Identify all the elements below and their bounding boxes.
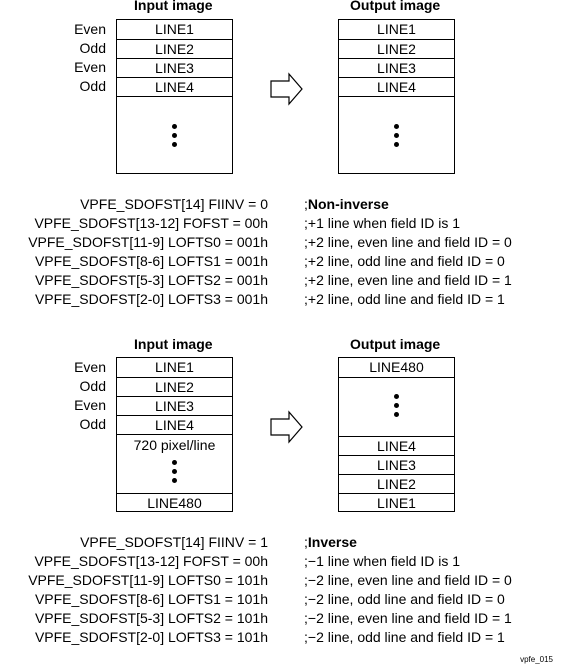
comment: ;−2 line, odd line and field ID = 1: [304, 629, 505, 645]
input-last-line: LINE480: [117, 493, 232, 512]
output-line: LINE3: [339, 58, 454, 77]
ellipsis-vertical-icon: [117, 456, 232, 487]
diagram1-row-label: Odd: [79, 78, 106, 94]
output-image-body: [339, 96, 454, 174]
register-setting: VPFE_SDOFST[13-12] FOFST = 00h: [34, 215, 268, 231]
input-line: LINE2: [117, 377, 232, 396]
register-setting: VPFE_SDOFST[11-9] LOFTS0 = 001h: [28, 234, 268, 250]
comment: ;+2 line, odd line and field ID = 0: [304, 253, 505, 269]
output-first-line: LINE480: [369, 359, 424, 375]
output-line: LINE2: [339, 474, 454, 493]
register-setting: VPFE_SDOFST[8-6] LOFTS1 = 101h: [34, 591, 268, 607]
register-setting: VPFE_SDOFST[14] FIINV = 1: [80, 534, 268, 550]
comment-prefix: ;: [304, 196, 308, 212]
comment-heading: ;Inverse: [304, 534, 357, 550]
comment: ;+2 line, even line and field ID = 1: [304, 272, 512, 288]
diagram2-input-title: Input image: [134, 336, 213, 352]
output-line: LINE4: [339, 77, 454, 96]
comment: ;+2 line, even line and field ID = 0: [304, 234, 512, 250]
input-line: LINE1: [155, 359, 194, 375]
diagram2-output-image-box: LINE480 LINE4 LINE3 LINE2 LINE1: [338, 357, 455, 512]
register-setting: VPFE_SDOFST[14] FIINV = 0: [80, 196, 268, 212]
comment: ;−2 line, even line and field ID = 0: [304, 572, 512, 588]
ellipsis-vertical-icon: [117, 120, 232, 151]
input-line: LINE3: [117, 396, 232, 415]
arrow-right-icon: [270, 72, 303, 106]
diagram2-row-label: Even: [74, 359, 106, 375]
register-setting: VPFE_SDOFST[11-9] LOFTS0 = 101h: [28, 572, 268, 588]
input-line: LINE1: [155, 21, 194, 37]
input-line: LINE2: [117, 39, 232, 58]
output-line: LINE3: [339, 455, 454, 474]
ellipsis-vertical-icon: [339, 120, 454, 151]
ellipsis-vertical-icon: [339, 390, 454, 421]
input-image-body: [117, 96, 232, 174]
diagram1-row-label: Odd: [79, 40, 106, 56]
arrow-right-icon: [270, 410, 303, 444]
diagram2-row-label: Odd: [79, 378, 106, 394]
input-line: LINE4: [117, 77, 232, 96]
register-setting: VPFE_SDOFST[5-3] LOFTS2 = 101h: [34, 610, 268, 626]
comment-heading: ;Non-inverse: [304, 196, 389, 212]
register-setting: VPFE_SDOFST[5-3] LOFTS2 = 001h: [34, 272, 268, 288]
diagram1-row-label: Even: [74, 21, 106, 37]
diagram2-output-title: Output image: [350, 336, 441, 352]
diagram1-output-title: Output image: [350, 0, 441, 13]
register-setting: VPFE_SDOFST[2-0] LOFTS3 = 101h: [34, 629, 268, 645]
diagram1-input-image-box: LINE1 LINE2 LINE3 LINE4: [116, 19, 233, 174]
register-setting: VPFE_SDOFST[2-0] LOFTS3 = 001h: [34, 291, 268, 307]
comment: ;−1 line when field ID is 1: [304, 553, 461, 569]
diagram2-input-image-box: LINE1 LINE2 LINE3 LINE4 720 pixel/line L…: [116, 357, 233, 512]
output-line: LINE1: [339, 493, 454, 512]
comment-heading-text: Non-inverse: [307, 196, 389, 212]
input-line: LINE3: [117, 58, 232, 77]
comment: ;−2 line, even line and field ID = 1: [304, 610, 512, 626]
output-image-body: [339, 377, 454, 436]
output-line: LINE1: [377, 21, 416, 37]
comment-prefix: ;: [304, 534, 308, 550]
input-pixel-note: 720 pixel/line: [117, 434, 232, 493]
input-line: LINE4: [117, 415, 232, 434]
diagram2-row-label: Odd: [79, 416, 106, 432]
figure-id: vpfe_015: [520, 655, 553, 664]
diagram1-row-label: Even: [74, 59, 106, 75]
output-line: LINE4: [339, 436, 454, 455]
comment-heading-text: Inverse: [307, 534, 357, 550]
diagram1-output-image-box: LINE1 LINE2 LINE3 LINE4: [338, 19, 455, 174]
output-line: LINE2: [339, 39, 454, 58]
register-setting: VPFE_SDOFST[8-6] LOFTS1 = 001h: [34, 253, 268, 269]
comment: ;+2 line, odd line and field ID = 1: [304, 291, 505, 307]
diagram2-row-label: Even: [74, 397, 106, 413]
comment: ;−2 line, odd line and field ID = 0: [304, 591, 505, 607]
diagram1-input-title: Input image: [134, 0, 213, 13]
register-setting: VPFE_SDOFST[13-12] FOFST = 00h: [34, 553, 268, 569]
comment: ;+1 line when field ID is 1: [304, 215, 461, 231]
